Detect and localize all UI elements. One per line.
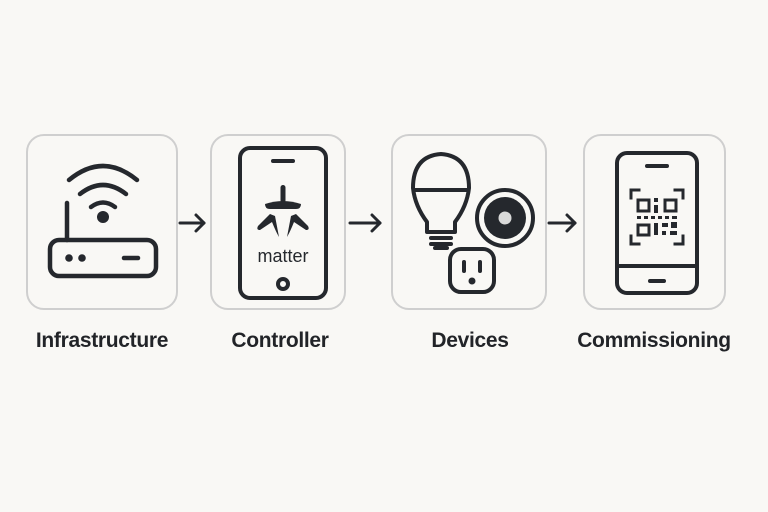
arrow-right-icon [348,213,382,233]
phone-matter-icon: matter [238,146,328,300]
wifi-router-icon [47,163,159,279]
qr-code-icon [629,188,685,246]
matter-logo-icon [257,185,309,237]
light-bulb-icon [411,152,471,250]
arrow-right-icon [178,213,206,233]
infrastructure-label: Infrastructure [35,329,169,352]
commissioning-label: Commissioning [577,329,731,352]
controller-label: Controller [231,329,329,352]
power-outlet-icon [448,247,496,294]
phone-qr-code-icon [615,151,699,295]
controller-card: matter [210,134,346,310]
smart-button-icon [475,188,535,248]
devices-icon [411,152,535,294]
commissioning-card [583,134,726,310]
matter-logo-text: matter [257,246,308,266]
devices-label: Devices [431,329,509,352]
infrastructure-card [26,134,178,310]
arrow-right-icon [547,213,577,233]
devices-card [391,134,547,310]
